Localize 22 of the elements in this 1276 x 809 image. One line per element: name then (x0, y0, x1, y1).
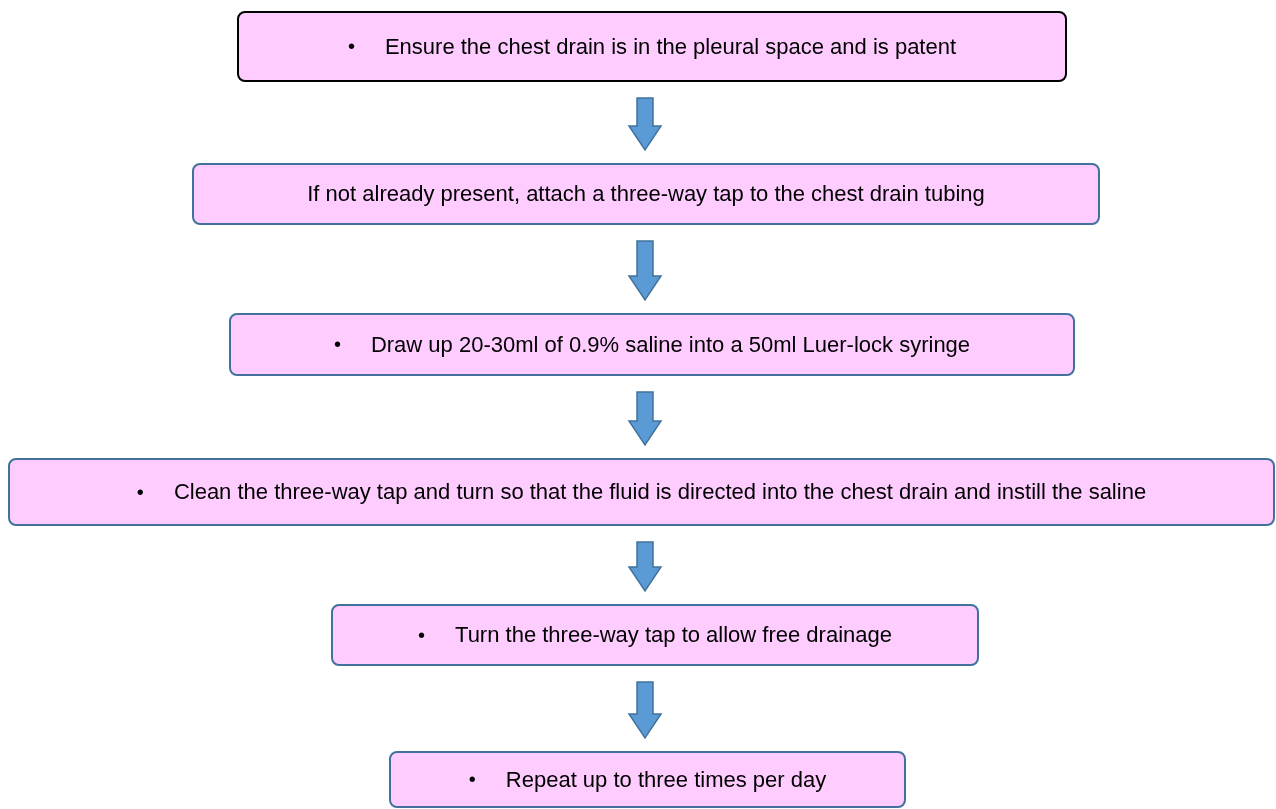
bullet-mark: • (333, 333, 341, 356)
step-text: If not already present, attach a three-way tap to the chest drain tubing (307, 181, 985, 207)
block-arrow (627, 240, 663, 302)
step-text: Draw up 20-30ml of 0.9% saline into a 50ml Luer-lock syringe (370, 331, 971, 358)
bullet-mark: • (468, 768, 476, 791)
process-box (389, 751, 906, 808)
step-text: Turn the three-way tap to allow free drainage (455, 622, 892, 648)
process-box (331, 604, 979, 666)
process-box (8, 458, 1275, 526)
step-text: Clean the three-way tap and turn so that the fluid is directed into the chest drain and instill the saline (173, 479, 1147, 505)
step-text: Repeat up to three times per day (505, 766, 827, 793)
block-arrow (627, 681, 663, 740)
block-arrow (627, 391, 663, 447)
process-box (229, 313, 1075, 376)
block-arrow (627, 541, 663, 593)
bullet-mark: • (347, 35, 355, 58)
process-box (192, 163, 1100, 225)
bullet-mark: • (418, 623, 425, 647)
block-arrow (627, 97, 663, 152)
step-text: Ensure the chest drain is in the pleural space and is patent (384, 33, 957, 60)
process-box (237, 11, 1067, 82)
bullet-mark: • (136, 480, 144, 504)
